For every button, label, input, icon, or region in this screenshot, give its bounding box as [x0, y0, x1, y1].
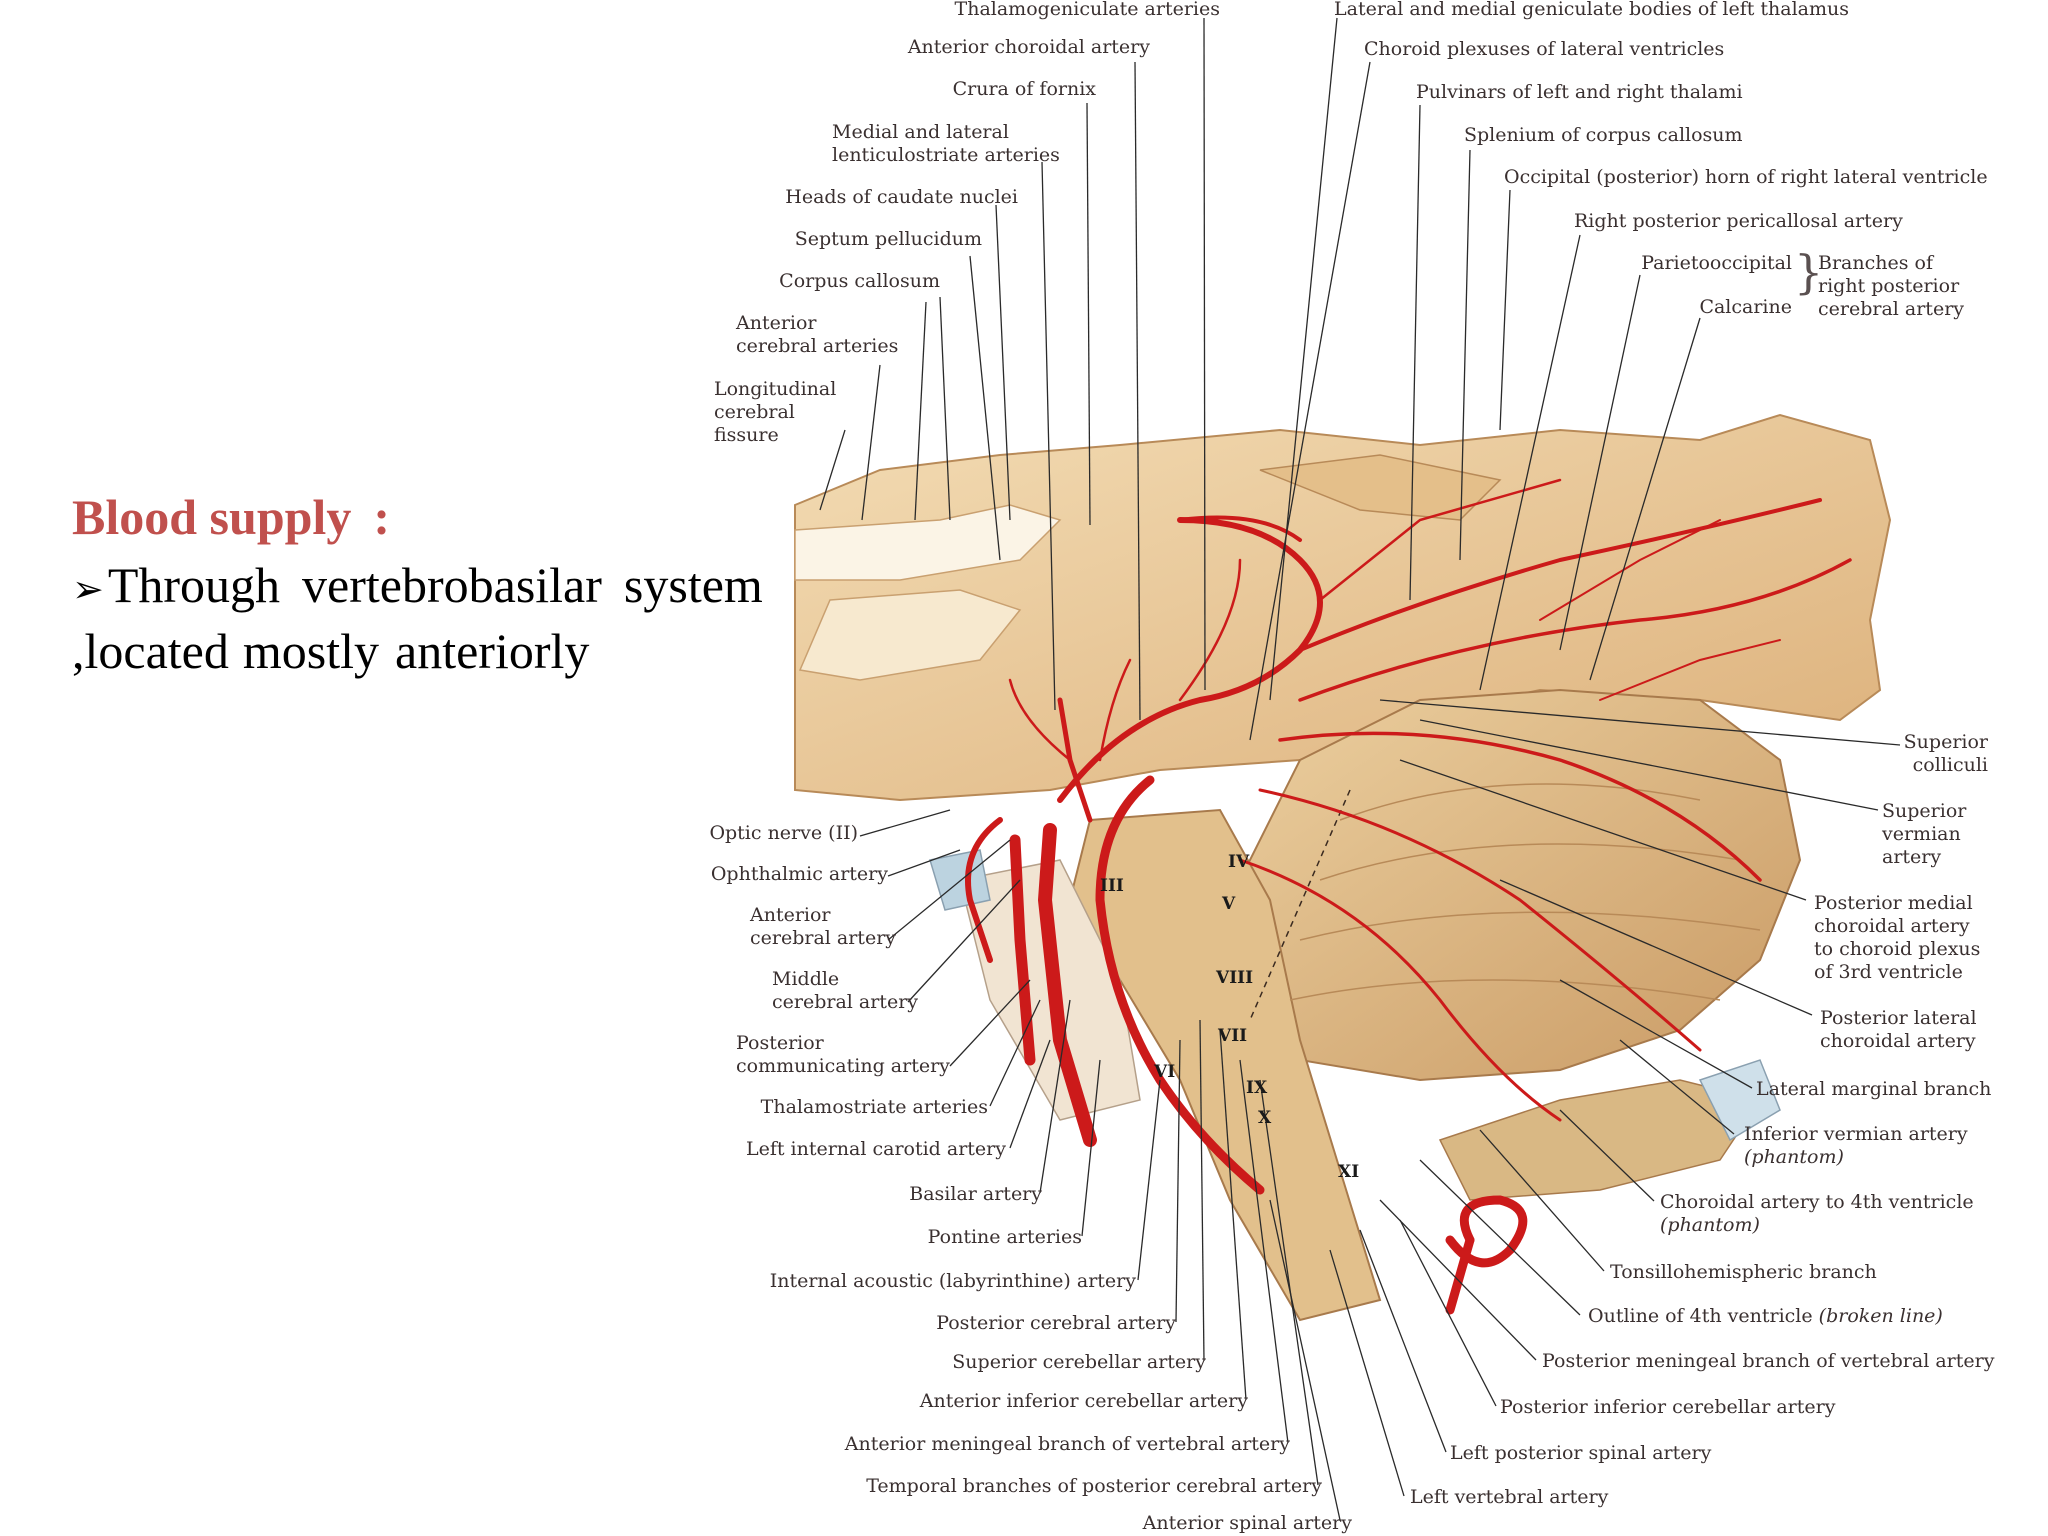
- label-superior-cerebellar-artery: Superior cerebellar artery: [952, 1351, 1206, 1373]
- label-posterior-cerebral-artery: Posterior cerebral artery: [936, 1312, 1176, 1334]
- heading-text: Blood supply: [72, 489, 352, 545]
- label-posterior-communicating-line1: Posterior: [736, 1032, 824, 1054]
- label-occipital-horn: Occipital (posterior) horn of right late…: [1504, 166, 1988, 188]
- label-left-vertebral-artery: Left vertebral artery: [1410, 1486, 1609, 1508]
- label-geniculate-bodies: Lateral and medial geniculate bodies of …: [1334, 0, 1850, 20]
- outline-note: (broken line): [1818, 1305, 1943, 1327]
- label-posterior-medial-choroidal-line4: of 3rd ventricle: [1814, 961, 1963, 983]
- bullet-word: ,located: [72, 623, 229, 679]
- nerve-numeral-IV: IV: [1228, 852, 1250, 872]
- label-optic-nerve: Optic nerve (II): [709, 822, 858, 844]
- nerve-numeral-IX: IX: [1246, 1078, 1268, 1098]
- nerve-numeral-V: V: [1222, 894, 1236, 914]
- label-anterior-meningeal-branch: Anterior meningeal branch of vertebral a…: [844, 1433, 1290, 1455]
- label-anterior-inferior-cerebellar-artery: Anterior inferior cerebellar artery: [919, 1390, 1248, 1412]
- bullet-word: Through: [107, 557, 281, 613]
- label-left-posterior-spinal-artery: Left posterior spinal artery: [1450, 1442, 1712, 1464]
- arteries: [965, 478, 1852, 1315]
- label-superior-vermian-line3: artery: [1882, 846, 1942, 868]
- label-thalamostriate-arteries: Thalamostriate arteries: [760, 1096, 988, 1118]
- label-anterior-cerebral-arteries-line1: Anterior: [736, 312, 817, 334]
- label-pontine-arteries: Pontine arteries: [927, 1226, 1082, 1248]
- label-branches-line2: right posterior: [1818, 275, 1960, 297]
- label-calcarine: Calcarine: [1699, 296, 1792, 318]
- label-middle-cerebral-artery-line2: cerebral artery: [772, 991, 919, 1013]
- label-choroid-plexuses: Choroid plexuses of lateral ventricles: [1364, 38, 1725, 60]
- label-temporal-branches: Temporal branches of posterior cerebral …: [866, 1475, 1322, 1497]
- label-superior-colliculi-line1: Superior: [1903, 731, 1988, 753]
- bullet-word: vertebrobasilar: [302, 557, 602, 613]
- bullet-word: mostly: [242, 623, 380, 679]
- bullet-word: system: [623, 557, 763, 613]
- label-longitudinal-fissure-line2: cerebral: [714, 401, 795, 423]
- bullet-word: anteriorly: [395, 623, 590, 679]
- slide-heading: Blood supply:: [72, 488, 872, 546]
- label-crura-of-fornix: Crura of fornix: [952, 78, 1096, 100]
- label-anterior-choroidal-artery: Anterior choroidal artery: [907, 36, 1150, 58]
- label-tonsillohemispheric-branch: Tonsillohemispheric branch: [1610, 1261, 1877, 1283]
- label-posterior-communicating-line2: communicating artery: [736, 1055, 950, 1077]
- label-corpus-callosum: Corpus callosum: [779, 270, 940, 292]
- label-lenticulostriate-line2: lenticulostriate arteries: [832, 144, 1060, 166]
- nerve-numeral-III: III: [1100, 876, 1124, 896]
- label-posterior-medial-choroidal-line2: choroidal artery: [1814, 915, 1970, 937]
- label-labyrinthine-artery: Internal acoustic (labyrinthine) artery: [769, 1270, 1136, 1292]
- label-left-internal-carotid: Left internal carotid artery: [745, 1138, 1006, 1160]
- label-lenticulostriate-line1: Medial and lateral: [832, 121, 1009, 143]
- bullet-line-1: ➢Through vertebrobasilar system: [72, 554, 872, 620]
- label-ophthalmic-artery: Ophthalmic artery: [710, 863, 888, 885]
- label-posterior-lateral-choroidal-line1: Posterior lateral: [1820, 1007, 1977, 1029]
- label-heads-of-caudate-nuclei: Heads of caudate nuclei: [785, 186, 1018, 208]
- label-parietooccipital: Parietooccipital: [1641, 252, 1792, 274]
- nerve-numeral-XI: XI: [1338, 1162, 1360, 1182]
- outline-text: Outline of 4th ventricle: [1588, 1305, 1813, 1327]
- nerve-numeral-X: X: [1258, 1108, 1272, 1128]
- nerve-numeral-VI: VI: [1154, 1062, 1176, 1082]
- label-superior-colliculi-line2: colliculi: [1912, 754, 1988, 776]
- nerve-numeral-VIII: VIII: [1216, 968, 1254, 988]
- label-posterior-medial-choroidal-line1: Posterior medial: [1814, 892, 1973, 914]
- heading-colon: :: [373, 489, 390, 545]
- label-choroidal-artery-4th-ventricle: Choroidal artery to 4th ventricle: [1660, 1191, 1974, 1213]
- label-posterior-inferior-cerebellar-artery: Posterior inferior cerebellar artery: [1500, 1396, 1836, 1418]
- brace-symbol: }: [1794, 245, 1824, 299]
- label-superior-vermian-line2: vermian: [1882, 823, 1961, 845]
- label-anterior-cerebral-artery-line1: Anterior: [750, 904, 831, 926]
- label-splenium-corpus-callosum: Splenium of corpus callosum: [1464, 124, 1743, 146]
- label-anterior-spinal-artery: Anterior spinal artery: [1142, 1512, 1352, 1534]
- label-posterior-pericallosal-artery: Right posterior pericallosal artery: [1574, 210, 1903, 232]
- label-middle-cerebral-artery-line1: Middle: [772, 968, 840, 990]
- label-branches-line1: Branches of: [1818, 252, 1933, 274]
- label-septum-pellucidum: Septum pellucidum: [794, 228, 982, 250]
- label-pulvinars: Pulvinars of left and right thalami: [1416, 81, 1743, 103]
- label-inferior-vermian-phantom: (phantom): [1744, 1146, 1844, 1168]
- label-posterior-medial-choroidal-line3: to choroid plexus: [1814, 938, 1981, 960]
- label-posterior-lateral-choroidal-line2: choroidal artery: [1820, 1030, 1976, 1052]
- label-lateral-marginal-branch: Lateral marginal branch: [1756, 1078, 1992, 1100]
- nerve-numeral-VII: VII: [1218, 1026, 1248, 1046]
- label-longitudinal-fissure-line3: fissure: [714, 424, 779, 446]
- label-thalamogeniculate-arteries: Thalamogeniculate arteries: [954, 0, 1220, 20]
- leader-lines: [819, 17, 1901, 1521]
- label-outline-4th-ventricle: Outline of 4th ventricle (broken line): [1588, 1305, 1943, 1328]
- slide-text-block: Blood supply: ➢Through vertebrobasilar sys…: [72, 488, 872, 682]
- label-inferior-vermian-artery: Inferior vermian artery: [1744, 1123, 1968, 1145]
- label-anterior-cerebral-arteries-line2: cerebral arteries: [736, 335, 899, 357]
- label-anterior-cerebral-artery-line2: cerebral artery: [750, 927, 897, 949]
- label-branches-line3: cerebral artery: [1818, 298, 1965, 320]
- label-choroidal-4th-phantom: (phantom): [1660, 1214, 1760, 1236]
- label-longitudinal-fissure-line1: Longitudinal: [714, 378, 837, 400]
- label-posterior-meningeal-branch: Posterior meningeal branch of vertebral …: [1542, 1350, 1995, 1372]
- label-superior-vermian-line1: Superior: [1882, 800, 1967, 822]
- label-basilar-artery: Basilar artery: [909, 1183, 1042, 1205]
- bullet-arrow-icon: ➢: [72, 567, 104, 611]
